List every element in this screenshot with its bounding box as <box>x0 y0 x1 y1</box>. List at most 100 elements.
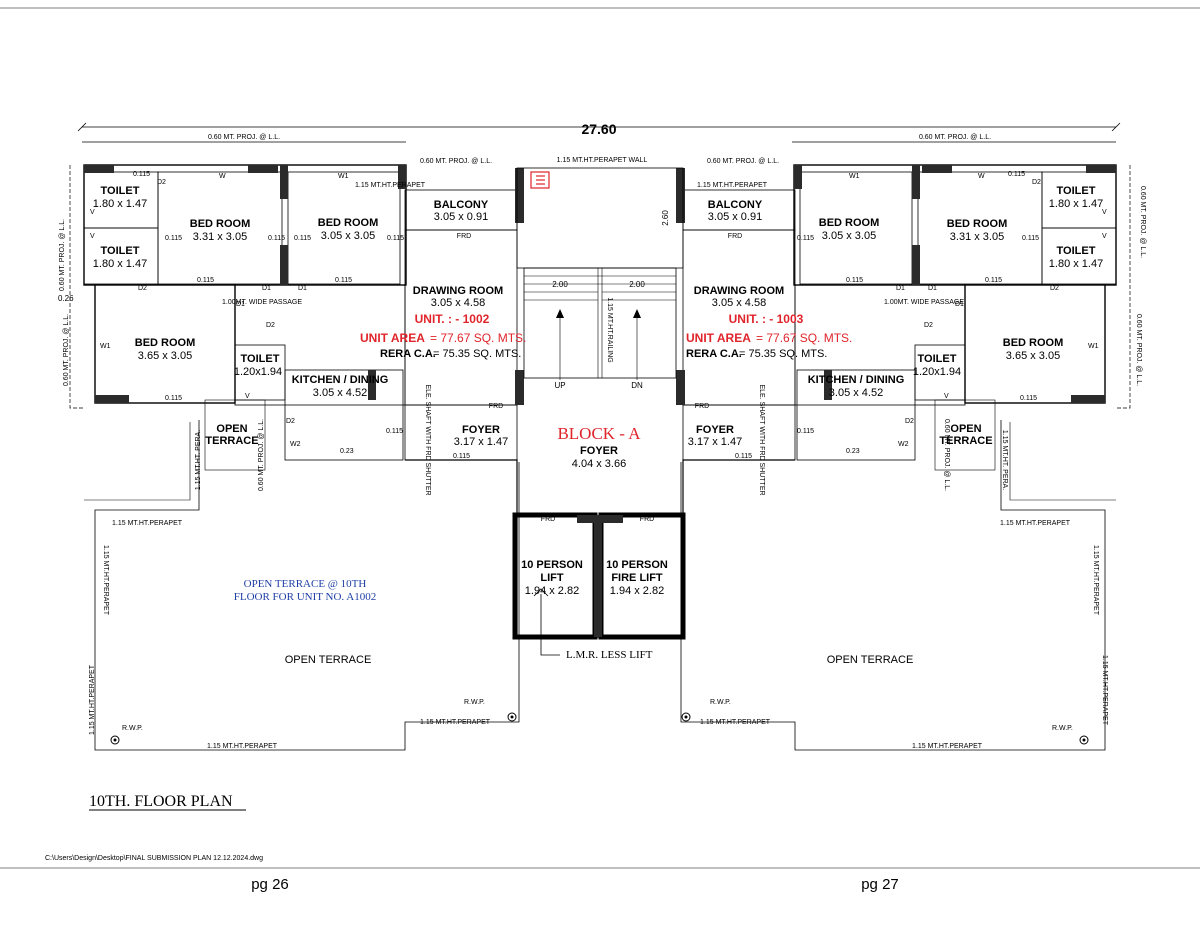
room-drawing-right: DRAWING ROOM <box>694 285 784 297</box>
room-bedroom-3-right: BED ROOM <box>1003 337 1064 349</box>
frd-entry-left: FRD <box>489 403 503 410</box>
stair-up-label: UP <box>554 381 565 390</box>
wall-0115-c: 0.115 <box>268 235 285 242</box>
wall-0115-l: 0.115 <box>1022 235 1039 242</box>
right-unit <box>676 164 1117 751</box>
room-toilet-3-left: TOILET <box>241 353 280 365</box>
wall-0115-d: 0.115 <box>294 235 311 242</box>
tag-v-left-c: V <box>245 393 250 400</box>
lmr-note: L.M.R. LESS LIFT <box>566 649 653 661</box>
parapet-note-right-e: 1.15 MT.HT.PERAPET <box>1101 655 1108 726</box>
parapet-note-left-top: 1.15 MT.HT.PERAPET <box>355 182 426 189</box>
room-balcony-left: BALCONY <box>434 199 489 211</box>
tag-v-right-a: V <box>1102 209 1107 216</box>
tag-v-left-b: V <box>90 233 95 240</box>
tag-v-right-b: V <box>1102 233 1107 240</box>
parapet-note-right-top: 1.15 MT.HT.PERAPET <box>697 182 768 189</box>
open-terrace-left: OPEN TERRACE <box>285 654 372 666</box>
room-kitchen-right: KITCHEN / DINING <box>808 374 905 386</box>
room-bedroom-2-right-dim: 3.05 x 3.05 <box>822 230 876 242</box>
wall-0115-g: 0.115 <box>335 277 352 284</box>
wall-0115-n: 0.115 <box>985 277 1002 284</box>
parapet-note-right-b: 1.15 MT.HT.PERAPET <box>700 719 771 726</box>
rera-label-right: RERA C.A. <box>686 348 742 360</box>
lift-line1: 10 PERSON <box>521 559 583 571</box>
parapet-note-right-c: 1.15 MT.HT.PERAPET <box>912 743 983 750</box>
room-open-left: OPEN <box>216 423 247 435</box>
parapet-note-left-c: 1.15 MT.HT.PERAPET <box>207 743 278 750</box>
lift-line2: LIFT <box>540 572 563 584</box>
room-toilet-1-right-dim: 1.80 x 1.47 <box>1049 198 1103 210</box>
wall-0115-a: 0.115 <box>133 171 150 178</box>
room-foyer-right-dim: 3.17 x 1.47 <box>688 436 742 448</box>
dim-260: 2.60 <box>661 210 670 226</box>
tag-d1-right-a: D1 <box>928 285 937 292</box>
tag-d2-right-d: D2 <box>905 418 914 425</box>
room-toilet-1-left-dim: 1.80 x 1.47 <box>93 198 147 210</box>
wall-0115-q: 0.115 <box>797 428 814 435</box>
parapet-note-left-d: 1.15 MT.HT.PERAPET <box>102 545 109 616</box>
proj-note-balcony-left: 0.60 MT. PROJ. @ L.L. <box>420 158 492 165</box>
wall-0115-i: 0.115 <box>386 428 403 435</box>
room-drawing-right-dim: 3.05 x 4.58 <box>712 297 766 309</box>
proj-note-left-lower: 0.60 MT. PROJ. @ L.L. <box>63 314 70 386</box>
room-bedroom-3-left-dim: 3.65 x 3.05 <box>138 350 192 362</box>
ele-shaft-left: ELE. SHAFT WITH FRD SHUTTER <box>424 384 431 495</box>
wall-0115-e: 0.115 <box>387 235 404 242</box>
room-drawing-left: DRAWING ROOM <box>413 285 503 297</box>
room-foyer-right: FOYER <box>696 424 734 436</box>
room-toilet-3-right: TOILET <box>918 353 957 365</box>
unit-area-value-right: = 77.67 SQ. MTS. <box>756 331 852 345</box>
tag-w-left: W <box>219 173 226 180</box>
railing-note: 1.15 MT.HT.RAILING <box>606 297 613 362</box>
room-bedroom-3-right-dim: 3.65 x 3.05 <box>1006 350 1060 362</box>
tag-d1-left-b: D1 <box>298 285 307 292</box>
passage-note-left: 1.00MT. WIDE PASSAGE <box>222 299 302 306</box>
room-terrace-left: TERRACE <box>205 435 258 447</box>
tag-d1-left-c: D1 <box>236 301 245 308</box>
room-bedroom-1-right-dim: 3.31 x 3.05 <box>950 231 1004 243</box>
parapet-note-left-e: 1.15 MT.HT.PERAPET <box>89 664 96 735</box>
page-number-right: pg 27 <box>861 876 899 893</box>
room-toilet-1-right: TOILET <box>1057 185 1096 197</box>
tag-d2-right-b: D2 <box>1050 285 1059 292</box>
room-foyer-main-dim: 4.04 x 3.66 <box>572 458 626 470</box>
parapet-note-left-b: 1.15 MT.HT.PERAPET <box>420 719 491 726</box>
frd-entry-right: FRD <box>695 403 709 410</box>
overall-width-label: 27.60 <box>581 121 616 137</box>
room-bedroom-1-left: BED ROOM <box>190 218 251 230</box>
tag-d2-right-a: D2 <box>1032 179 1041 186</box>
open-terrace-note-line1: OPEN TERRACE @ 10TH <box>244 578 367 590</box>
room-bedroom-1-right: BED ROOM <box>947 218 1008 230</box>
wall-0115-r: 0.115 <box>735 453 752 460</box>
room-balcony-left-dim: 3.05 x 0.91 <box>434 211 488 223</box>
room-kitchen-left-dim: 3.05 x 4.52 <box>313 387 367 399</box>
tag-d2-right-c: D2 <box>924 322 933 329</box>
room-terrace-right: TERRACE <box>939 435 992 447</box>
tag-w1-right: W1 <box>849 173 860 180</box>
rwp-left-b: R.W.P. <box>122 725 143 732</box>
rera-label-left: RERA C.A. <box>380 348 436 360</box>
rera-value-left: = 75.35 SQ. MTS. <box>433 348 521 360</box>
fire-lift-line2: FIRE LIFT <box>611 572 663 584</box>
room-bedroom-2-left: BED ROOM <box>318 217 379 229</box>
proj-note-top-left: 0.60 MT. PROJ. @ L.L. <box>208 134 280 141</box>
parapet-note-right-a: 1.15 MT.HT.PERAPET <box>1000 520 1071 527</box>
stair-dn-label: DN <box>631 381 643 390</box>
room-toilet-2-right: TOILET <box>1057 245 1096 257</box>
open-terrace-right: OPEN TERRACE <box>827 654 914 666</box>
wall-0115-k: 0.115 <box>1008 171 1025 178</box>
page-number-left: pg 26 <box>251 876 289 893</box>
tag-w1-bed3-right: W1 <box>1088 343 1099 350</box>
plan-title: 10TH. FLOOR PLAN <box>89 793 233 810</box>
room-kitchen-left: KITCHEN / DINING <box>292 374 389 386</box>
room-kitchen-right-dim: 3.05 x 4.52 <box>829 387 883 399</box>
room-bedroom-1-left-dim: 3.31 x 3.05 <box>193 231 247 243</box>
tag-d1-right-c: D1 <box>955 301 964 308</box>
proj-note-right-lower: 0.60 MT. PROJ. @ L.L. <box>1135 314 1142 386</box>
room-bedroom-2-left-dim: 3.05 x 3.05 <box>321 230 375 242</box>
frd-balcony-left: FRD <box>457 233 471 240</box>
tag-w-right: W <box>978 173 985 180</box>
fire-lift-dim: 1.94 x 2.82 <box>610 585 664 597</box>
